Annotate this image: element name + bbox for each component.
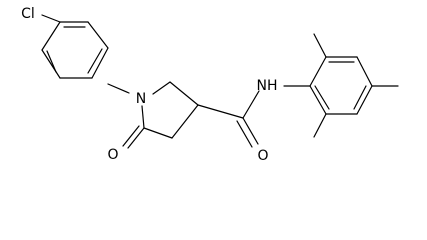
atom-label-o-amide: O <box>257 148 268 164</box>
methyl-groups <box>313 33 399 138</box>
bond-aryl-cl <box>41 14 61 23</box>
chlorophenyl-ring <box>41 21 109 79</box>
chemical-structure-diagram: Cl N O NH O <box>21 6 399 164</box>
pyrrolidinone-ring <box>107 81 199 149</box>
atom-label-n-ring: N <box>136 91 146 107</box>
carboxamide-group <box>197 90 260 148</box>
atom-label-nh: NH <box>257 78 278 94</box>
trimethylphenyl-ring <box>283 56 373 115</box>
atom-label-o-lactam: O <box>107 147 118 163</box>
atom-label-cl: Cl <box>21 6 35 22</box>
